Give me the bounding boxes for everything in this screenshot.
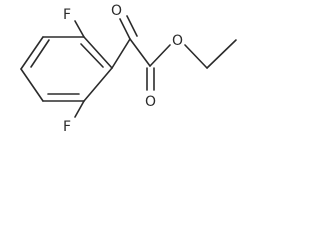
bond-ring-ketone-carbon (111, 38, 131, 69)
atom-label-ketone-oxygen: O (111, 3, 122, 19)
atom-label-ester-ether-oxygen: O (172, 33, 183, 49)
atom-label-fluorine-bottom: F (63, 119, 71, 135)
ring-inner-bond-top-right (80, 43, 104, 68)
molecule-canvas: F F O O O (0, 0, 251, 138)
atom-label-ester-carbonyl-oxygen: O (145, 94, 156, 110)
bond-ring-fluorine-bottom (74, 100, 85, 118)
ring-bond-c3-c4 (20, 36, 44, 70)
bond-ring-fluorine-top (74, 20, 85, 38)
bond-ether-oxygen-ch2 (184, 44, 208, 69)
ring-bond-c6-c1 (83, 67, 113, 102)
bond-ketone-co-b (126, 15, 138, 37)
bond-ketone-co-a (119, 18, 131, 40)
ring-bond-c4-c5 (20, 68, 44, 102)
atom-label-fluorine-top: F (63, 7, 71, 23)
bond-ketone-ester-carbon (129, 38, 151, 67)
bond-ch2-ch3 (206, 39, 237, 69)
ring-bond-c1-c2 (83, 36, 113, 69)
benzene-ring (20, 36, 113, 102)
ring-inner-bond-left (30, 39, 50, 68)
bond-ester-carbon-ether-oxygen (149, 44, 171, 67)
molecule-structure: F F O O O (20, 3, 237, 135)
